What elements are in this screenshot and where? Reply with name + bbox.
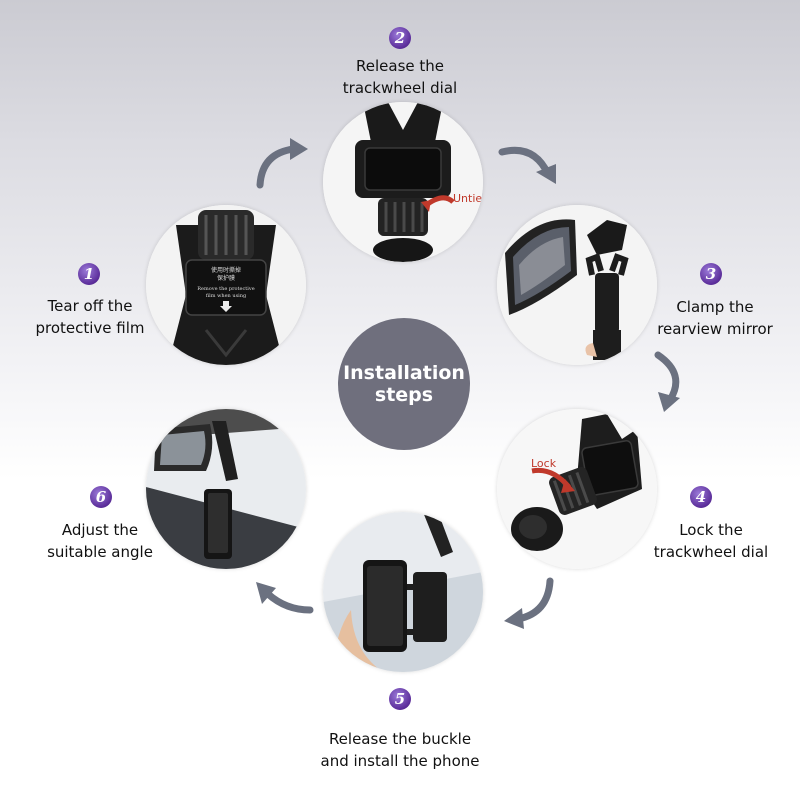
arrow-3-to-4-icon xyxy=(654,351,680,412)
lock-label: Lock xyxy=(531,457,557,470)
step-3-photo xyxy=(497,205,657,365)
step-4-badge: 4 xyxy=(690,486,712,508)
step-6-line-2: suitable angle xyxy=(47,543,153,561)
step-6-badge: 6 xyxy=(90,486,112,508)
step-5-line-2: and install the phone xyxy=(320,752,480,770)
center-line-1: Installation xyxy=(343,362,465,384)
step-5-photo xyxy=(323,512,483,672)
untie-label: Untie xyxy=(453,192,482,205)
step-4-line-1: Lock the xyxy=(679,521,743,539)
center-line-2: steps xyxy=(374,384,434,406)
arrow-4-to-5-icon xyxy=(504,577,554,629)
step-5-line-1: Release the buckle xyxy=(328,730,472,748)
step-5-caption: Release the buckle and install the phone xyxy=(300,728,500,772)
step-5-badge: 5 xyxy=(389,688,411,710)
step-4-caption: Lock the trackwheel dial xyxy=(636,519,786,563)
step-3-caption: Clamp the rearview mirror xyxy=(640,296,790,340)
step-6-line-1: Adjust the xyxy=(61,521,139,539)
step-2-line-2: trackwheel dial xyxy=(342,79,458,97)
step-1-caption: Tear off the protective film xyxy=(20,295,160,339)
step-3-badge: 3 xyxy=(700,263,722,285)
step-2-photo: Untie xyxy=(323,102,483,262)
step-3-line-1: Clamp the xyxy=(676,298,754,316)
arrow-5-to-6-icon xyxy=(256,582,314,614)
step-2-line-1: Release the xyxy=(356,57,444,75)
step-6-caption: Adjust the suitable angle xyxy=(30,519,170,563)
step-6-photo xyxy=(146,409,306,569)
film-label-cn-1: 使用时撕掉 xyxy=(211,266,241,274)
step-1-line-1: Tear off the xyxy=(47,297,133,315)
step-4-line-2: trackwheel dial xyxy=(653,543,769,561)
installation-steps-label: Installation steps xyxy=(338,318,470,450)
step-3-line-2: rearview mirror xyxy=(657,320,773,338)
step-2-caption: Release the trackwheel dial xyxy=(320,55,480,99)
arrow-1-to-2-icon xyxy=(256,138,308,189)
film-label-en-2: film when using xyxy=(206,293,247,299)
arrow-2-to-3-icon xyxy=(498,146,556,184)
step-1-line-2: protective film xyxy=(35,319,145,337)
film-label-cn-2: 保护膜 xyxy=(217,274,235,282)
step-1-badge: 1 xyxy=(78,263,100,285)
step-2-badge: 2 xyxy=(389,27,411,49)
step-1-photo: 使用时撕掉 保护膜 Remove the protective film whe… xyxy=(146,205,306,365)
step-4-photo: Lock xyxy=(497,409,657,569)
film-label-en-1: Remove the protective xyxy=(197,286,254,292)
